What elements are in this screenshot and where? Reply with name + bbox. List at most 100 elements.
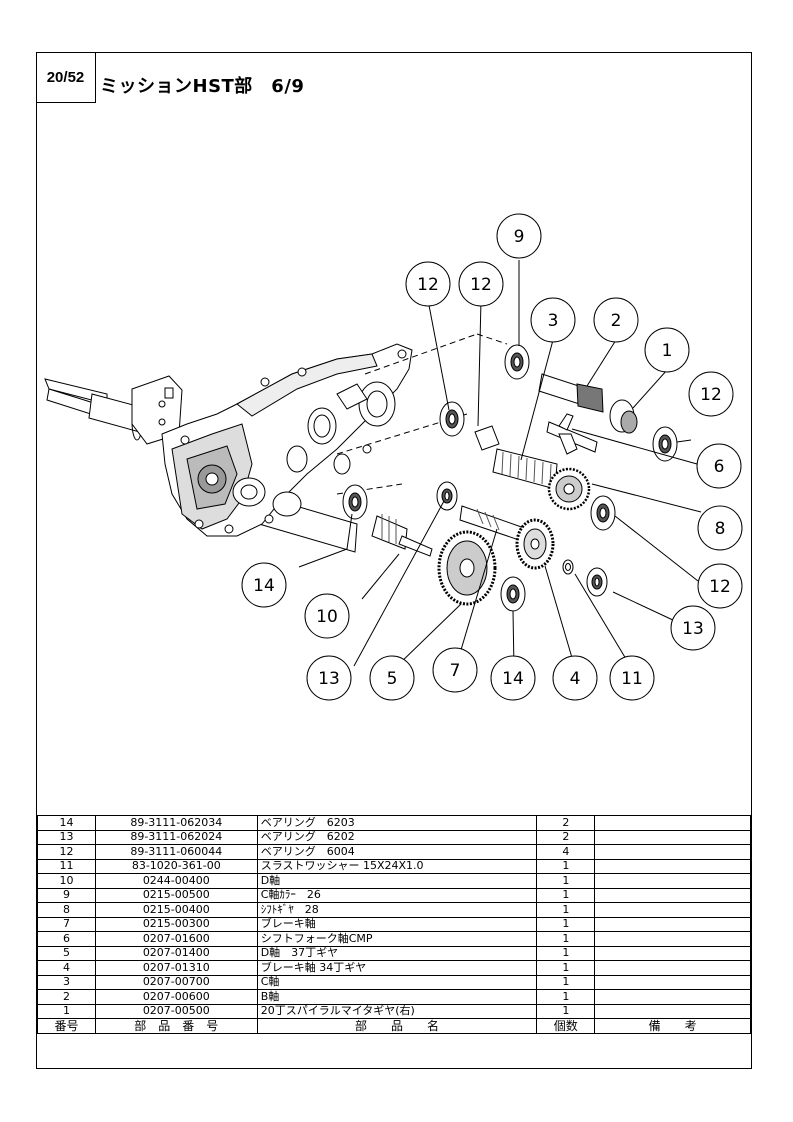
callout-number: 10 xyxy=(316,607,338,627)
callout-circle xyxy=(688,371,734,417)
cell-quantity: 4 xyxy=(536,844,596,860)
d-shaft-37t-gear-drawing xyxy=(437,530,497,606)
cell-part-name: D軸 37丁ギヤ xyxy=(256,945,538,961)
cell-number: 1 xyxy=(37,1003,96,1019)
callout-8: 8 xyxy=(697,505,743,551)
callout-16: 14 xyxy=(490,655,536,701)
cell-quantity: 1 xyxy=(536,902,596,918)
header-part-number: 部 品 番 号 xyxy=(94,1018,258,1034)
callout-11: 14 xyxy=(241,562,287,608)
cell-part-number: 0244-00400 xyxy=(94,873,258,889)
cell-remarks xyxy=(594,887,751,903)
callout-number: 4 xyxy=(570,669,581,689)
callout-number: 12 xyxy=(709,577,731,597)
cell-quantity: 1 xyxy=(536,931,596,947)
callout-number: 14 xyxy=(253,576,275,596)
cell-remarks xyxy=(594,858,751,874)
collar-drawing xyxy=(474,425,500,451)
callout-number: 13 xyxy=(318,669,340,689)
callout-number: 3 xyxy=(548,311,559,331)
callout-number: 12 xyxy=(417,275,439,295)
cell-number: 14 xyxy=(37,815,96,831)
cell-part-name: ベアリング 6203 xyxy=(256,815,538,831)
cell-remarks xyxy=(594,902,751,918)
callout-1: 12 xyxy=(458,261,504,307)
cell-number: 8 xyxy=(37,902,96,918)
callout-circle xyxy=(306,655,352,701)
b-shaft-drawing xyxy=(538,373,604,413)
cell-part-name: シフトフォーク軸CMP xyxy=(256,931,538,947)
cell-number: 10 xyxy=(37,873,96,889)
cell-part-name: ベアリング 6202 xyxy=(256,829,538,845)
cell-quantity: 1 xyxy=(536,974,596,990)
cell-quantity: 1 xyxy=(536,873,596,889)
cell-part-name: B軸 xyxy=(256,989,538,1005)
callout-circle xyxy=(697,563,743,609)
callout-7: 6 xyxy=(696,443,742,489)
cell-quantity: 1 xyxy=(536,858,596,874)
mitre-gear-drawing xyxy=(609,399,638,434)
callout-number: 2 xyxy=(611,311,622,331)
cell-part-name: C軸ｶﾗｰ 26 xyxy=(256,887,538,903)
d-shaft-drawing xyxy=(371,514,433,557)
cell-remarks xyxy=(594,873,751,889)
cell-part-number: 0215-00300 xyxy=(94,916,258,932)
callout-2: 9 xyxy=(496,213,542,259)
page-number: 20/52 xyxy=(36,52,96,103)
cell-quantity: 1 xyxy=(536,989,596,1005)
cell-remarks xyxy=(594,1003,751,1019)
header-no: 番号 xyxy=(37,1018,96,1034)
cell-part-number: 0215-00500 xyxy=(94,887,258,903)
page-frame xyxy=(36,52,752,1069)
callout-circle xyxy=(432,647,478,693)
header-quantity: 個数 xyxy=(536,1018,596,1034)
cell-part-number: 0207-00700 xyxy=(94,974,258,990)
callout-number: 6 xyxy=(714,457,725,477)
cell-quantity: 2 xyxy=(536,829,596,845)
shift-gear-drawing xyxy=(547,467,591,511)
callout-3: 3 xyxy=(530,297,576,343)
shift-fork-shaft-drawing xyxy=(546,413,598,455)
cell-part-name: D軸 xyxy=(256,873,538,889)
cell-part-name: スラストワッシャー 15X24X1.0 xyxy=(256,858,538,874)
cell-number: 13 xyxy=(37,829,96,845)
callout-circle xyxy=(644,327,690,373)
bearing-drawings xyxy=(342,344,678,612)
callout-13: 13 xyxy=(306,655,352,701)
callout-number: 13 xyxy=(682,619,704,639)
callout-12: 10 xyxy=(304,593,350,639)
cell-quantity: 2 xyxy=(536,815,596,831)
cell-quantity: 1 xyxy=(536,916,596,932)
callout-circle xyxy=(593,297,639,343)
cell-part-number: 0215-00400 xyxy=(94,902,258,918)
cell-part-number: 89-3111-062024 xyxy=(94,829,258,845)
c-shaft-drawing xyxy=(492,448,558,490)
callout-5: 1 xyxy=(644,327,690,373)
cell-part-name: C軸 xyxy=(256,974,538,990)
cell-part-number: 0207-01400 xyxy=(94,945,258,961)
callout-number: 12 xyxy=(470,275,492,295)
cell-quantity: 1 xyxy=(536,1003,596,1019)
callout-6: 12 xyxy=(688,371,734,417)
cell-number: 11 xyxy=(37,858,96,874)
callout-10: 13 xyxy=(670,605,716,651)
cell-part-number: 0207-01600 xyxy=(94,931,258,947)
callout-14: 5 xyxy=(369,655,415,701)
callout-17: 4 xyxy=(552,655,598,701)
brake-shaft-34t-gear-drawing xyxy=(515,518,555,570)
cell-remarks xyxy=(594,844,751,860)
callout-circle xyxy=(490,655,536,701)
callout-circle xyxy=(304,593,350,639)
callout-circle xyxy=(552,655,598,701)
callout-number: 1 xyxy=(662,341,673,361)
